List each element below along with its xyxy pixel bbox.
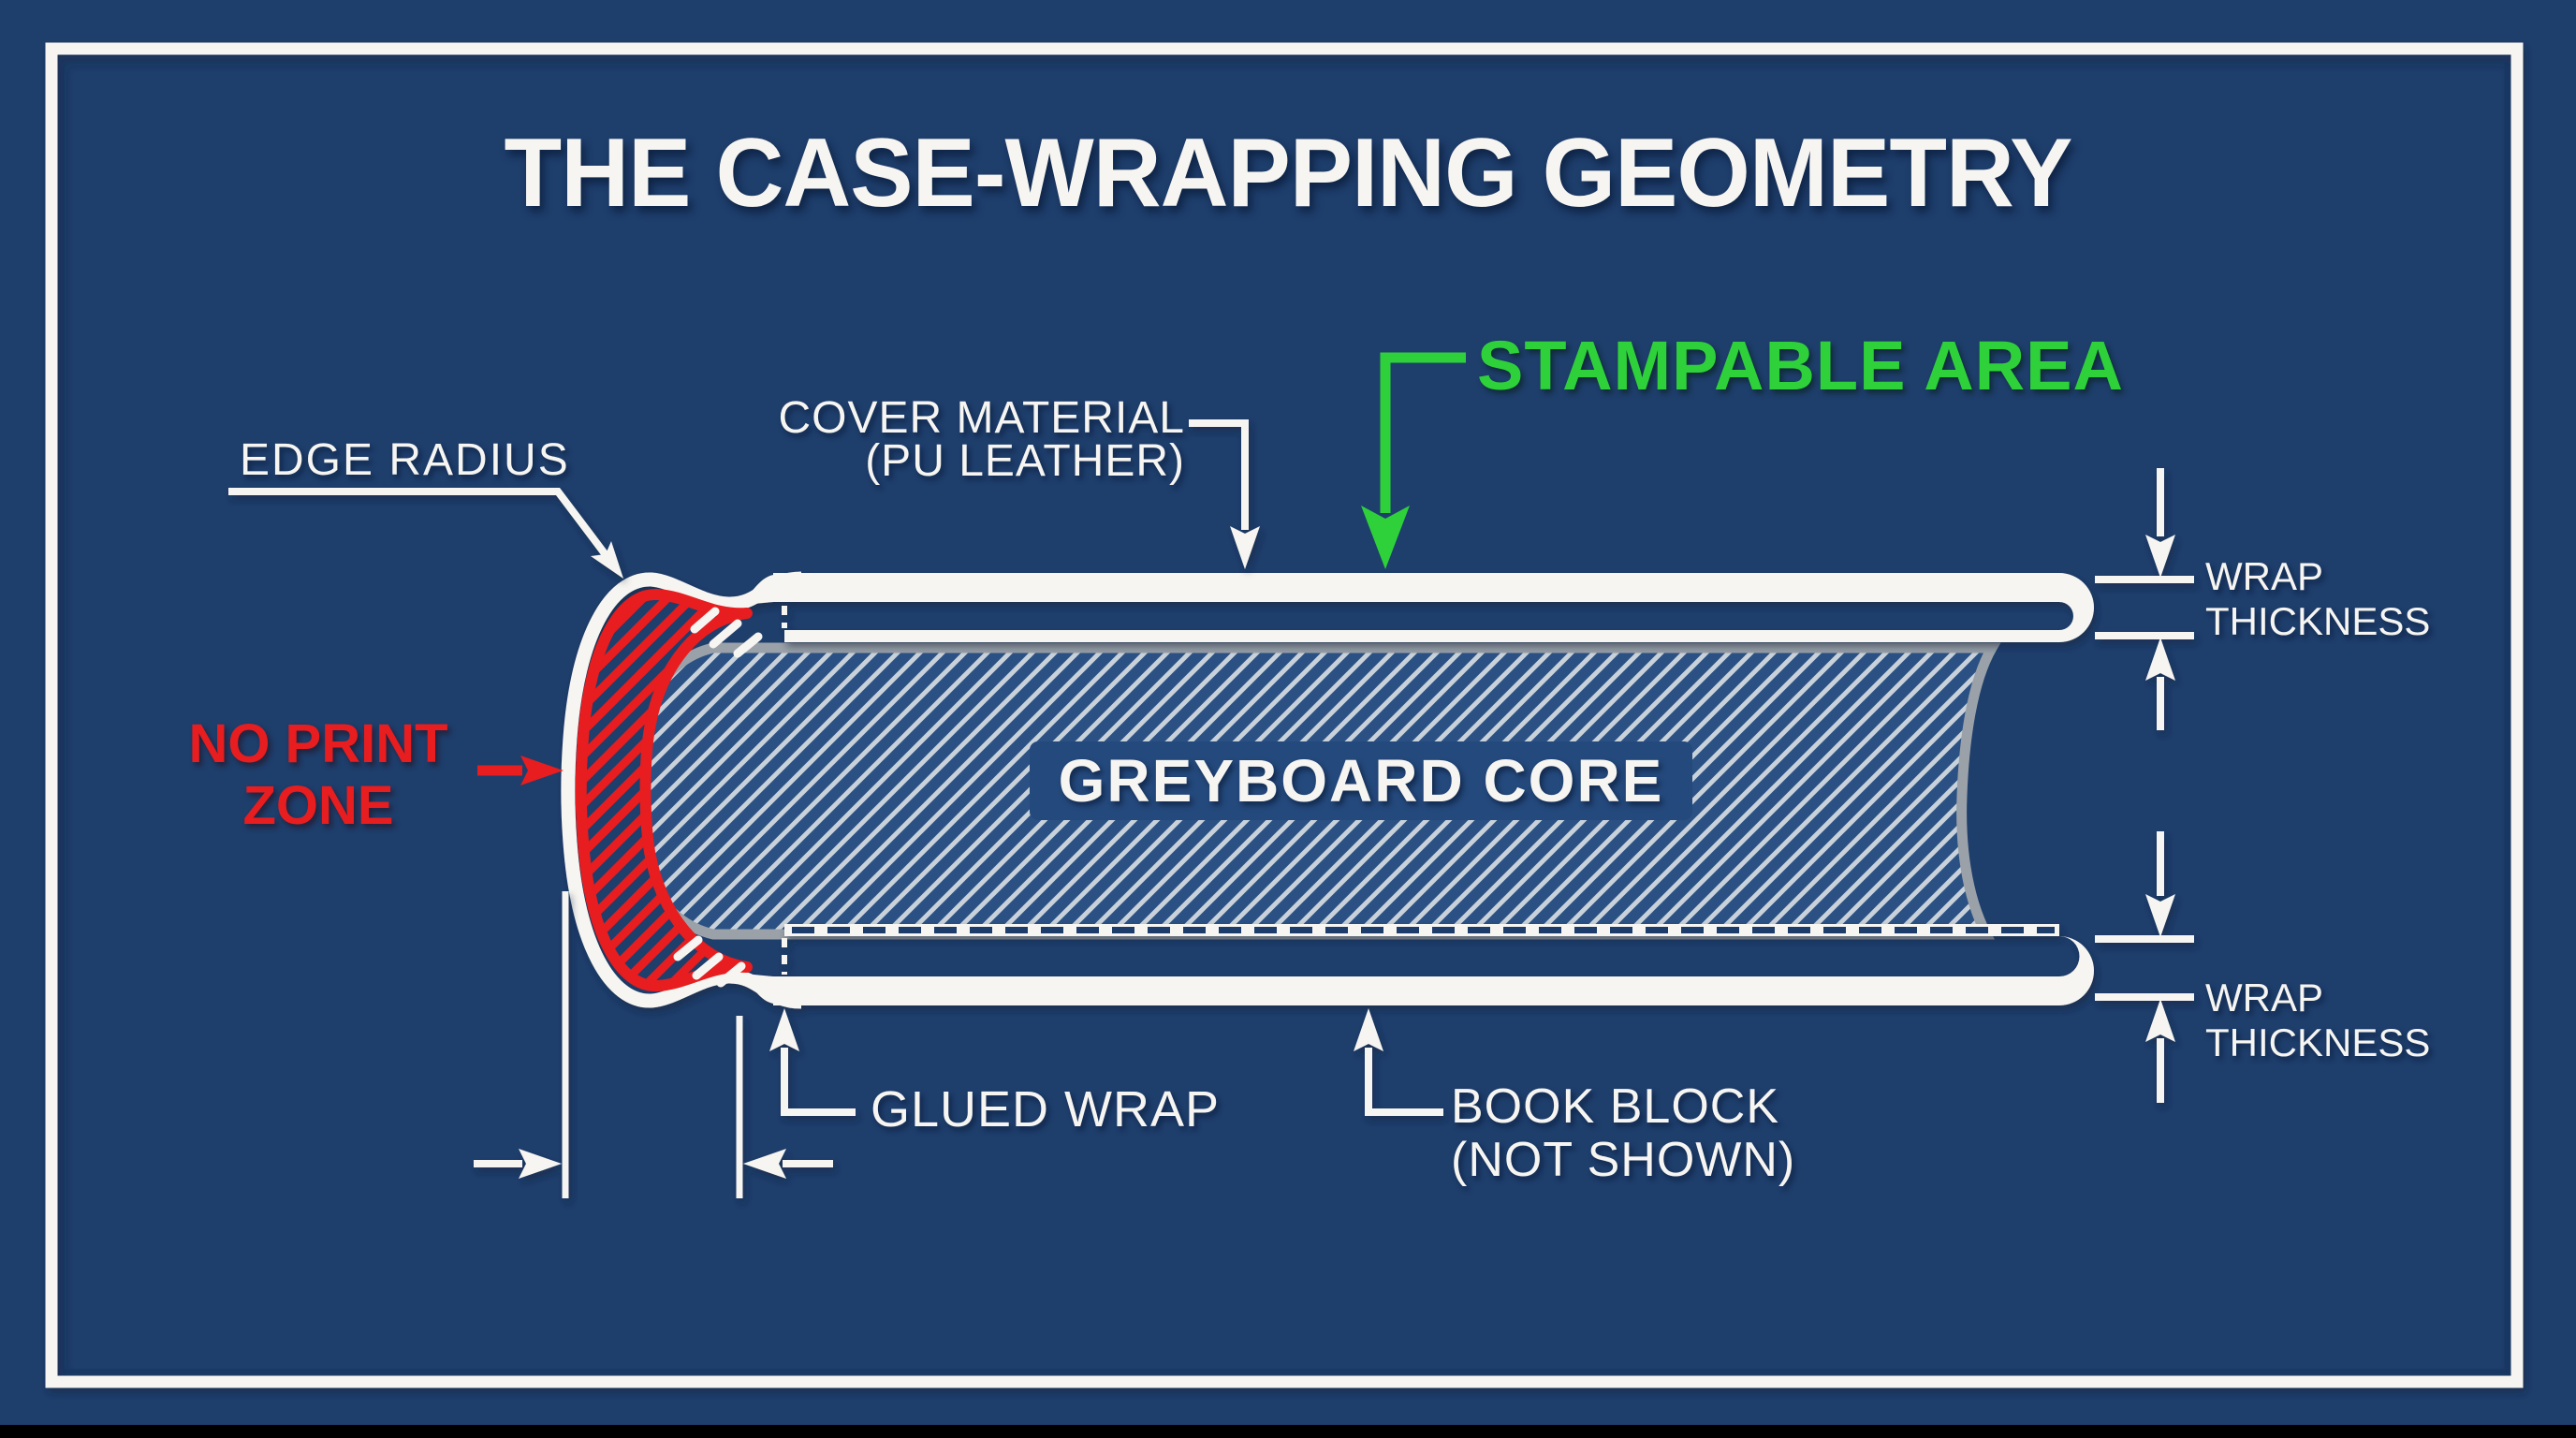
glued-wrap-label: GLUED WRAP	[871, 1081, 1221, 1137]
stampable-area-label: STAMPABLE AREA	[1477, 327, 2124, 404]
bottom-letterbox-bar	[0, 1425, 2576, 1438]
wrap-thickness-top-line1: WRAP	[2205, 554, 2323, 598]
cover-material-line2: (PU LEATHER)	[865, 436, 1185, 486]
page-title: THE CASE-WRAPPING GEOMETRY	[504, 119, 2073, 227]
wrap-thickness-top-dimension	[2095, 468, 2194, 730]
wrap-thickness-bottom-line1: WRAP	[2205, 976, 2323, 1020]
turn-in-width-dimension	[474, 891, 833, 1198]
book-block-leader	[1354, 1008, 1443, 1116]
crescent-highlight-hatch	[673, 607, 763, 988]
bottom-wrap-fold	[2059, 936, 2094, 1005]
edge-radius-leader	[228, 488, 623, 579]
book-block-line2: (NOT SHOWN)	[1451, 1133, 1796, 1187]
book-block-line1: BOOK BLOCK	[1451, 1079, 1779, 1134]
blueprint-frame	[45, 42, 2524, 1388]
cover-material-leader	[1189, 419, 1260, 569]
greyboard-core-label: GREYBOARD CORE	[1058, 747, 1664, 814]
wrap-thickness-top-line2: THICKNESS	[2205, 599, 2431, 643]
book-block-label: BOOK BLOCK(NOT SHOWN)	[1451, 1080, 1795, 1187]
edge-radius-outline	[561, 571, 802, 1009]
stampable-area-arrowhead-icon	[1361, 506, 1410, 569]
cover-material-line1: COVER MATERIAL	[778, 393, 1185, 443]
book-block-arrowhead-icon	[1354, 1008, 1383, 1051]
top-wrap-fold	[2059, 573, 2094, 642]
glued-wrap-arrowhead-icon	[769, 1008, 799, 1051]
no-print-zone-line2: ZONE	[242, 775, 394, 836]
no-print-zone-region	[575, 589, 763, 991]
no-print-zone-line1: NO PRINT	[188, 713, 448, 774]
glued-wrap-leader	[769, 1008, 856, 1116]
wrap-thickness-bottom-line2: THICKNESS	[2205, 1020, 2431, 1064]
cover-material-wrap	[561, 571, 2094, 1009]
dimension-annotations	[228, 419, 2194, 1198]
cover-material-label: COVER MATERIAL(PU LEATHER)	[778, 396, 1185, 486]
no-print-zone-pointer	[477, 756, 564, 785]
cover-material-arrowhead-icon	[1230, 526, 1260, 569]
edge-radius-label: EDGE RADIUS	[240, 435, 570, 485]
stampable-area-leader	[1361, 352, 1466, 569]
no-print-zone-arrowhead-icon	[520, 756, 564, 785]
wrap-thickness-bottom-dimension	[2095, 831, 2194, 1103]
edge-radius-arrowhead-icon	[591, 541, 623, 579]
core-label-plate	[1030, 741, 1692, 820]
